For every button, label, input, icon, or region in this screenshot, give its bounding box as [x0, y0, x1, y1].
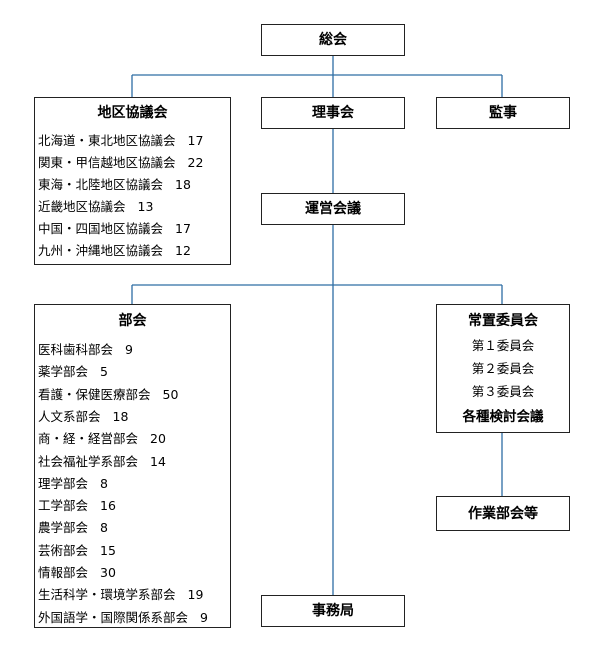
bukai-item-name: 工学部会: [38, 498, 89, 514]
bukai-item: 薬学部会 5: [38, 364, 108, 380]
chiku-item-name: 北海道・東北地区協議会: [38, 133, 176, 148]
bukai-item: 理学部会 8: [38, 476, 108, 492]
bukai-box: 部会 医科歯科部会 9 薬学部会 5 看護・保健医療部会 50 人文系部会 18 商・経・経営部…: [34, 304, 231, 628]
bukai-item-name: 情報部会: [38, 565, 89, 580]
jimukyoku-box: 事務局: [261, 595, 405, 627]
bukai-item: 工学部会 16: [38, 498, 116, 514]
bukai-item: 情報部会 30: [38, 565, 116, 581]
chiku-item-count: 17: [187, 133, 204, 148]
chiku-title: 地区協議会: [97, 105, 168, 121]
chiku-item-count: 17: [175, 221, 191, 236]
bukai-item-name: 看護・保健医療部会: [38, 386, 151, 402]
bukai-item-name: 外国語学・国際関係系部会: [38, 609, 189, 625]
jouchi-title: 常置委員会: [468, 313, 538, 329]
rijikai-title: 理事会: [312, 105, 354, 121]
jouchi-item: 第３委員会: [471, 384, 535, 399]
bukai-item-name: 理学部会: [38, 475, 89, 491]
kansa-title: 監事: [489, 105, 517, 121]
bukai-item-count: 9: [200, 609, 208, 625]
bukai-item-name: 医科歯科部会: [38, 342, 114, 357]
chiku-item-count: 18: [175, 177, 191, 192]
bukai-item: 社会福祉学系部会 14: [38, 454, 166, 470]
chiku-box: 地区協議会 北海道・東北地区協議会 17 関東・甲信越地区協議会 22 東海・北陸地区協…: [34, 97, 231, 265]
bukai-item-count: 8: [100, 520, 108, 536]
chiku-item-name: 東海・北陸地区協議会: [38, 177, 164, 192]
bukai-item-name: 薬学部会: [38, 364, 89, 380]
bukai-item-count: 16: [100, 498, 116, 514]
sagyou-title: 作業部会等: [468, 505, 538, 522]
bukai-item-count: 19: [187, 587, 204, 603]
bukai-item-name: 芸術部会: [38, 542, 89, 558]
bukai-item: 商・経・経営部会 20: [38, 431, 166, 447]
chiku-item: 近畿地区協議会 13: [38, 199, 153, 215]
chiku-item: 関東・甲信越地区協議会 22: [38, 155, 203, 171]
bukai-item-name: 生活科学・環境学系部会: [38, 587, 176, 603]
chiku-item-count: 22: [187, 155, 204, 170]
kansa-box: 監事: [436, 97, 570, 129]
jouchi-item: 第１委員会: [471, 338, 535, 353]
bukai-item: 看護・保健医療部会 50: [38, 387, 178, 403]
jimukyoku-title: 事務局: [312, 603, 354, 619]
soukai-title: 総会: [319, 32, 347, 48]
bukai-item-count: 8: [100, 475, 108, 491]
bukai-item-name: 社会福祉学系部会: [38, 453, 139, 469]
bukai-item-count: 14: [150, 453, 166, 469]
soukai-box: 総会: [261, 24, 405, 56]
rijikai-box: 理事会: [261, 97, 405, 129]
sagyou-box: 作業部会等: [436, 496, 570, 531]
bukai-item-count: 20: [150, 431, 166, 447]
bukai-item: 農学部会 8: [38, 520, 108, 536]
chiku-item-name: 近畿地区協議会: [38, 199, 126, 214]
bukai-item: 外国語学・国際関係系部会 9: [38, 610, 208, 626]
bukai-item-count: 30: [100, 565, 116, 580]
chiku-item-count: 13: [137, 199, 154, 214]
jouchi-footer: 各種検討会議: [462, 409, 544, 425]
bukai-item: 芸術部会 15: [38, 543, 116, 559]
bukai-item: 医科歯科部会 9: [38, 342, 133, 358]
chiku-item: 北海道・東北地区協議会 17: [38, 133, 203, 149]
bukai-item-count: 5: [100, 364, 108, 380]
bukai-item: 人文系部会 18: [38, 409, 128, 425]
bukai-item-name: 商・経・経営部会: [38, 431, 139, 447]
chiku-item-name: 中国・四国地区協議会: [38, 221, 164, 236]
chiku-item-name: 関東・甲信越地区協議会: [38, 155, 176, 170]
chiku-item-name: 九州・沖縄地区協議会: [38, 243, 164, 258]
bukai-item-count: 50: [162, 386, 179, 402]
chiku-item-count: 12: [175, 243, 191, 258]
chiku-item: 九州・沖縄地区協議会 12: [38, 243, 191, 259]
bukai-item-count: 18: [112, 408, 129, 424]
bukai-item-name: 人文系部会: [38, 408, 101, 424]
bukai-item-name: 農学部会: [38, 520, 89, 536]
jouchi-item: 第２委員会: [471, 361, 535, 376]
chiku-item: 中国・四国地区協議会 17: [38, 221, 191, 237]
jouchi-box: 常置委員会 第１委員会第２委員会第３委員会 各種検討会議: [436, 304, 570, 433]
bukai-item-count: 15: [100, 542, 116, 558]
bukai-item: 生活科学・環境学系部会 19: [38, 587, 203, 603]
chiku-item: 東海・北陸地区協議会 18: [38, 177, 191, 193]
unei-box: 運営会議: [261, 193, 405, 225]
bukai-item-count: 9: [125, 342, 133, 357]
bukai-title: 部会: [118, 313, 147, 329]
unei-title: 運営会議: [305, 201, 361, 217]
